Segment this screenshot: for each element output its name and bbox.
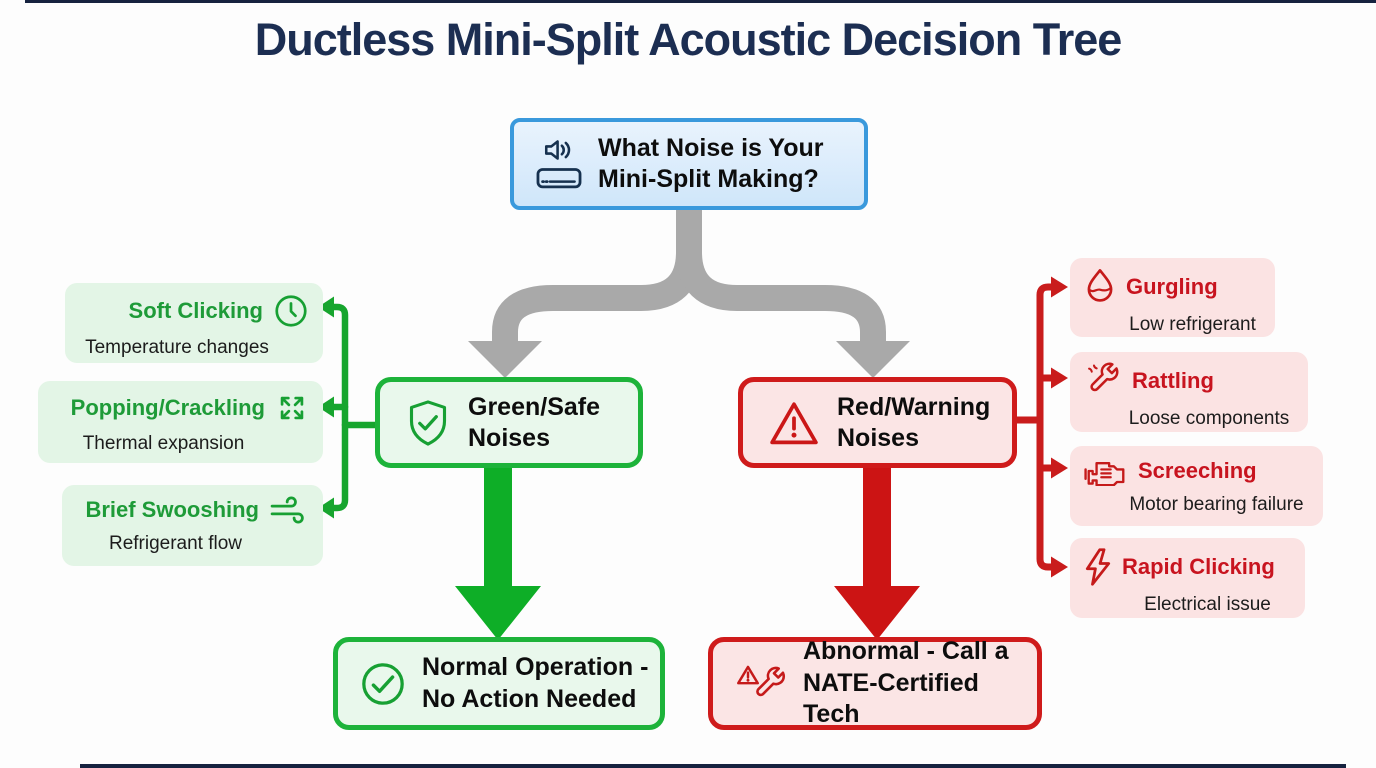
gray-split-arrow [492,208,886,345]
green-outcome-label: Normal Operation - No Action Needed [422,653,649,713]
motor-icon [1084,461,1125,486]
lightning-icon [1085,548,1111,586]
red-arrowhead-2 [1051,367,1068,389]
leaf-subtitle: Loose components [1128,408,1290,429]
leaf-subtitle: Thermal expansion [82,433,245,454]
red-down-arrow [834,468,920,640]
red-arrowhead-3 [1051,457,1068,479]
shield-check-icon [409,399,447,446]
green-outcome-node: Normal Operation - No Action Needed [333,637,665,730]
leaf-rapid-clicking: Rapid Clicking Electrical issue [1070,538,1305,618]
page-title: Ductless Mini-Split Acoustic Decision Tr… [254,14,1123,65]
green-down-arrow [455,468,541,640]
ac-unit-icon [536,168,582,189]
leaf-subtitle: Refrigerant flow [108,533,243,554]
leaf-popping-crackling: Popping/Crackling Thermal expansion [38,381,323,463]
leaf-title: Rapid Clicking [1122,554,1275,579]
leaf-subtitle: Temperature changes [85,337,269,358]
top-edge-strip [25,0,1376,3]
red-branch-label: Red/Warning Noises [837,392,991,452]
red-branch-node: Red/Warning Noises [738,377,1017,468]
wrench-icon [1088,362,1119,392]
leaf-soft-clicking: Soft Clicking Temperature changes [65,283,323,363]
gray-arrowhead-right [836,341,910,378]
warning-triangle-icon [770,401,818,444]
green-branch-node: Green/Safe Noises [375,377,643,468]
red-outcome-node: Abnormal - Call a NATE-Certified Tech [708,637,1042,730]
leaf-title: Popping/Crackling [70,395,265,420]
gray-arrowhead-left [468,341,542,378]
leaf-rattling: Rattling Loose components [1070,352,1308,432]
speaker-icon [544,140,571,160]
leaf-subtitle: Low refrigerant [1129,314,1256,335]
leaf-subtitle: Motor bearing failure [1129,494,1304,515]
red-outcome-label: Abnormal - Call a NATE-Certified Tech [803,637,1009,729]
green-branch-label: Green/Safe Noises [468,392,601,452]
green-arrowhead-3 [318,497,334,519]
clock-icon [275,295,307,327]
leaf-brief-swooshing: Brief Swooshing Refrigerant flow [62,485,323,566]
root-question-node: What Noise is Your Mini-Split Making? [510,118,868,210]
green-connector [328,303,379,512]
leaf-title: Brief Swooshing [85,497,259,522]
red-arrowhead-4 [1051,556,1068,578]
red-arrowhead-1 [1051,276,1068,298]
red-connector [1013,283,1056,571]
leaf-title: Rattling [1132,368,1214,393]
leaf-subtitle: Electrical issue [1144,594,1271,615]
root-icons [536,137,582,191]
green-arrowhead-2 [318,396,334,418]
check-circle-icon [362,662,404,705]
wind-icon [270,496,304,524]
root-question-label: What Noise is Your Mini-Split Making? [598,134,824,193]
expand-arrows-icon [280,396,304,420]
leaf-title: Soft Clicking [128,298,263,323]
leaf-title: Gurgling [1126,274,1218,299]
warning-wrench-icon [737,665,786,696]
droplet-icon [1087,269,1113,302]
green-arrowhead-1 [318,296,334,318]
leaf-title: Screeching [1138,458,1257,483]
leaf-screeching: Screeching Motor bearing failure [1070,446,1323,526]
bottom-edge-strip [80,764,1346,768]
leaf-gurgling: Gurgling Low refrigerant [1070,258,1275,337]
